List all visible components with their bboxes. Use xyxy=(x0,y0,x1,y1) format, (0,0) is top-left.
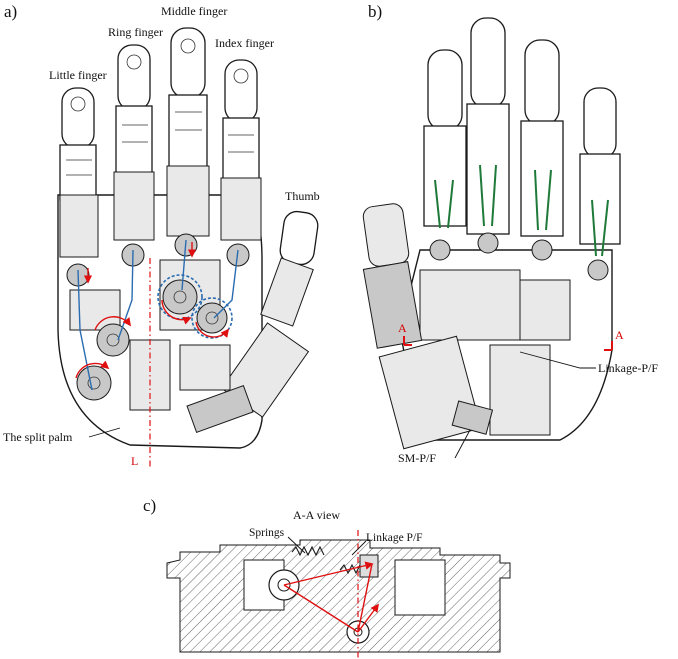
panel-b: b) xyxy=(362,2,658,465)
panel-b-label: b) xyxy=(368,2,382,21)
tendon-paths xyxy=(77,239,239,391)
little-finger-drawing xyxy=(59,87,99,287)
panel-a-label: a) xyxy=(4,2,17,21)
section-marker-right: A xyxy=(615,328,624,342)
panel-c-label: c) xyxy=(143,496,156,515)
section-marks xyxy=(403,336,613,351)
panel-a: a) xyxy=(3,2,320,468)
thumb-label: Thumb xyxy=(285,189,320,203)
linkage-pf-c-label: Linkage P/F xyxy=(366,532,423,544)
section-marker-left: A xyxy=(398,321,407,335)
kinematic-lines xyxy=(283,530,379,659)
thumb-drawing xyxy=(186,210,319,434)
springs-label: Springs xyxy=(249,527,285,539)
springs-leader xyxy=(287,536,306,554)
axis-l-label: L xyxy=(131,454,138,468)
linkage-c-leader xyxy=(351,540,367,556)
little-finger-label: Little finger xyxy=(49,68,107,82)
linkage-leader xyxy=(519,351,596,369)
split-palm-leader xyxy=(88,427,121,438)
green-linkages xyxy=(434,164,609,257)
aa-view-title: A-A view xyxy=(293,508,340,522)
middle-finger-label: Middle finger xyxy=(161,4,227,18)
rotation-arrows xyxy=(75,242,230,379)
index-finger-label: Index finger xyxy=(215,36,274,50)
linkage-pf-label: Linkage-P/F xyxy=(598,361,658,375)
ring-finger-drawing xyxy=(113,44,155,267)
back-fingers xyxy=(362,17,621,267)
section-body xyxy=(166,539,511,653)
back-mechanisms xyxy=(362,232,609,450)
cavity-right xyxy=(394,559,446,616)
sm-leader xyxy=(454,429,471,459)
index-finger-drawing xyxy=(220,59,262,267)
panel-c: c) A-A view Springs Linkage P/F xyxy=(143,496,511,659)
sm-pf-label: SM-P/F xyxy=(398,451,436,465)
ring-finger-label: Ring finger xyxy=(108,25,163,39)
palm-mechanisms xyxy=(69,259,231,411)
split-palm-label: The split palm xyxy=(3,430,73,444)
middle-finger-drawing xyxy=(166,27,210,257)
